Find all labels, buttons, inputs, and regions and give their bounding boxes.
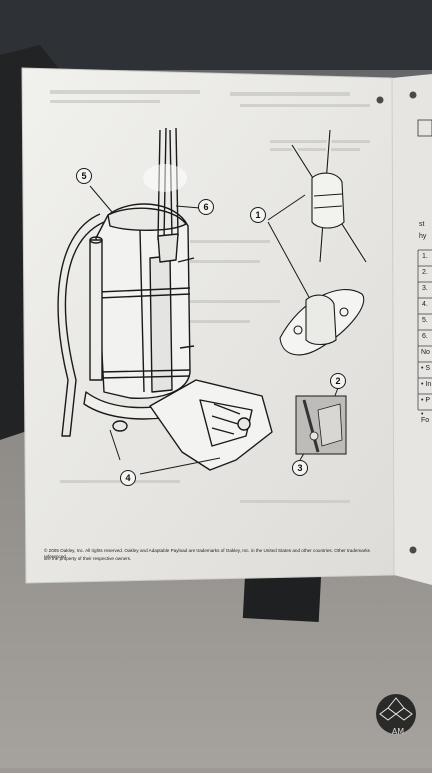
copyright-caption-line-2: are the property of their respective own…: [44, 556, 132, 561]
right-page-row: 1.: [422, 253, 428, 260]
right-page-row: 3.: [422, 285, 428, 292]
callout-3: 3: [292, 460, 308, 476]
callout-1: 1: [250, 207, 266, 223]
right-page-text: hy: [419, 233, 427, 240]
right-page-row: • In: [421, 381, 432, 388]
right-page-row: 4.: [422, 301, 428, 308]
watermark-label: AM: [391, 727, 405, 736]
right-page-row: 5.: [422, 317, 428, 324]
right-page-row: No: [421, 349, 430, 356]
right-page-row: 6.: [422, 333, 428, 340]
right-page-row: 2.: [422, 269, 428, 276]
callout-6: 6: [198, 199, 214, 215]
callout-2: 2: [330, 373, 346, 389]
right-page-text: st: [419, 221, 425, 228]
callout-5: 5: [76, 168, 92, 184]
callout-4: 4: [120, 470, 136, 486]
logo-icon: [379, 697, 413, 721]
right-page-row: • S: [421, 365, 431, 372]
copyright-caption: © 2005 Oakley, Inc. All rights reserved.…: [44, 548, 370, 559]
right-page-row: • Fo: [421, 411, 430, 424]
right-page-row: • P: [421, 397, 431, 404]
